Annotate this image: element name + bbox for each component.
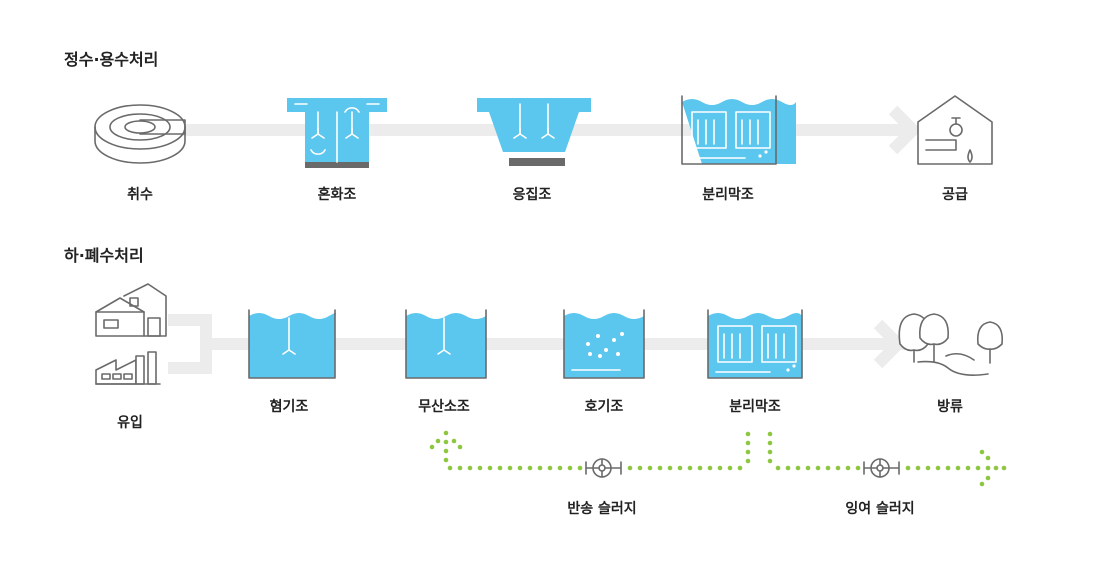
step-label-mixing: 혼화조	[317, 187, 357, 203]
step-label-anoxic: 무산소조	[418, 399, 470, 415]
step-label-aerobic: 호기조	[584, 399, 624, 415]
flow-arrow-row1	[888, 105, 922, 155]
return-sludge-label: 반송 슬러지	[567, 501, 637, 517]
supply-house-icon	[917, 95, 993, 165]
step-label-membrane-2: 분리막조	[729, 399, 781, 415]
step-label-discharge: 방류	[937, 399, 963, 415]
return-pump-icon	[585, 458, 622, 478]
membrane-tank-icon	[681, 95, 796, 165]
step-label-coagulation: 응집조	[512, 187, 552, 203]
section-title-wastewater: 하·폐수처리	[64, 246, 144, 265]
house-icon	[95, 283, 167, 337]
coagulation-tank-icon	[477, 98, 591, 166]
aerobic-tank-icon	[563, 309, 649, 379]
step-label-membrane: 분리막조	[702, 187, 754, 203]
flow-arrow-row2	[873, 319, 907, 369]
step-label-inflow: 유입	[117, 415, 143, 431]
discharge-trees-icon	[898, 313, 1004, 376]
membrane-tank-icon-2	[707, 309, 803, 379]
step-label-supply: 공급	[942, 187, 968, 203]
step-label-anaerobic: 혐기조	[269, 399, 309, 415]
excess-sludge-label: 잉여 슬러지	[845, 501, 915, 517]
mixing-tank-icon	[287, 98, 387, 168]
anoxic-tank-icon	[405, 309, 491, 379]
step-label-intake: 취수	[127, 187, 153, 203]
anaerobic-tank-icon	[248, 309, 337, 379]
excess-pump-icon	[863, 458, 900, 478]
sludge-lines	[429, 430, 1007, 487]
intake-icon	[94, 104, 186, 164]
factory-icon	[95, 351, 161, 385]
return-sludge-line	[429, 430, 751, 471]
excess-sludge-line	[767, 431, 1007, 487]
section-title-water-purification: 정수·용수처리	[64, 50, 159, 69]
